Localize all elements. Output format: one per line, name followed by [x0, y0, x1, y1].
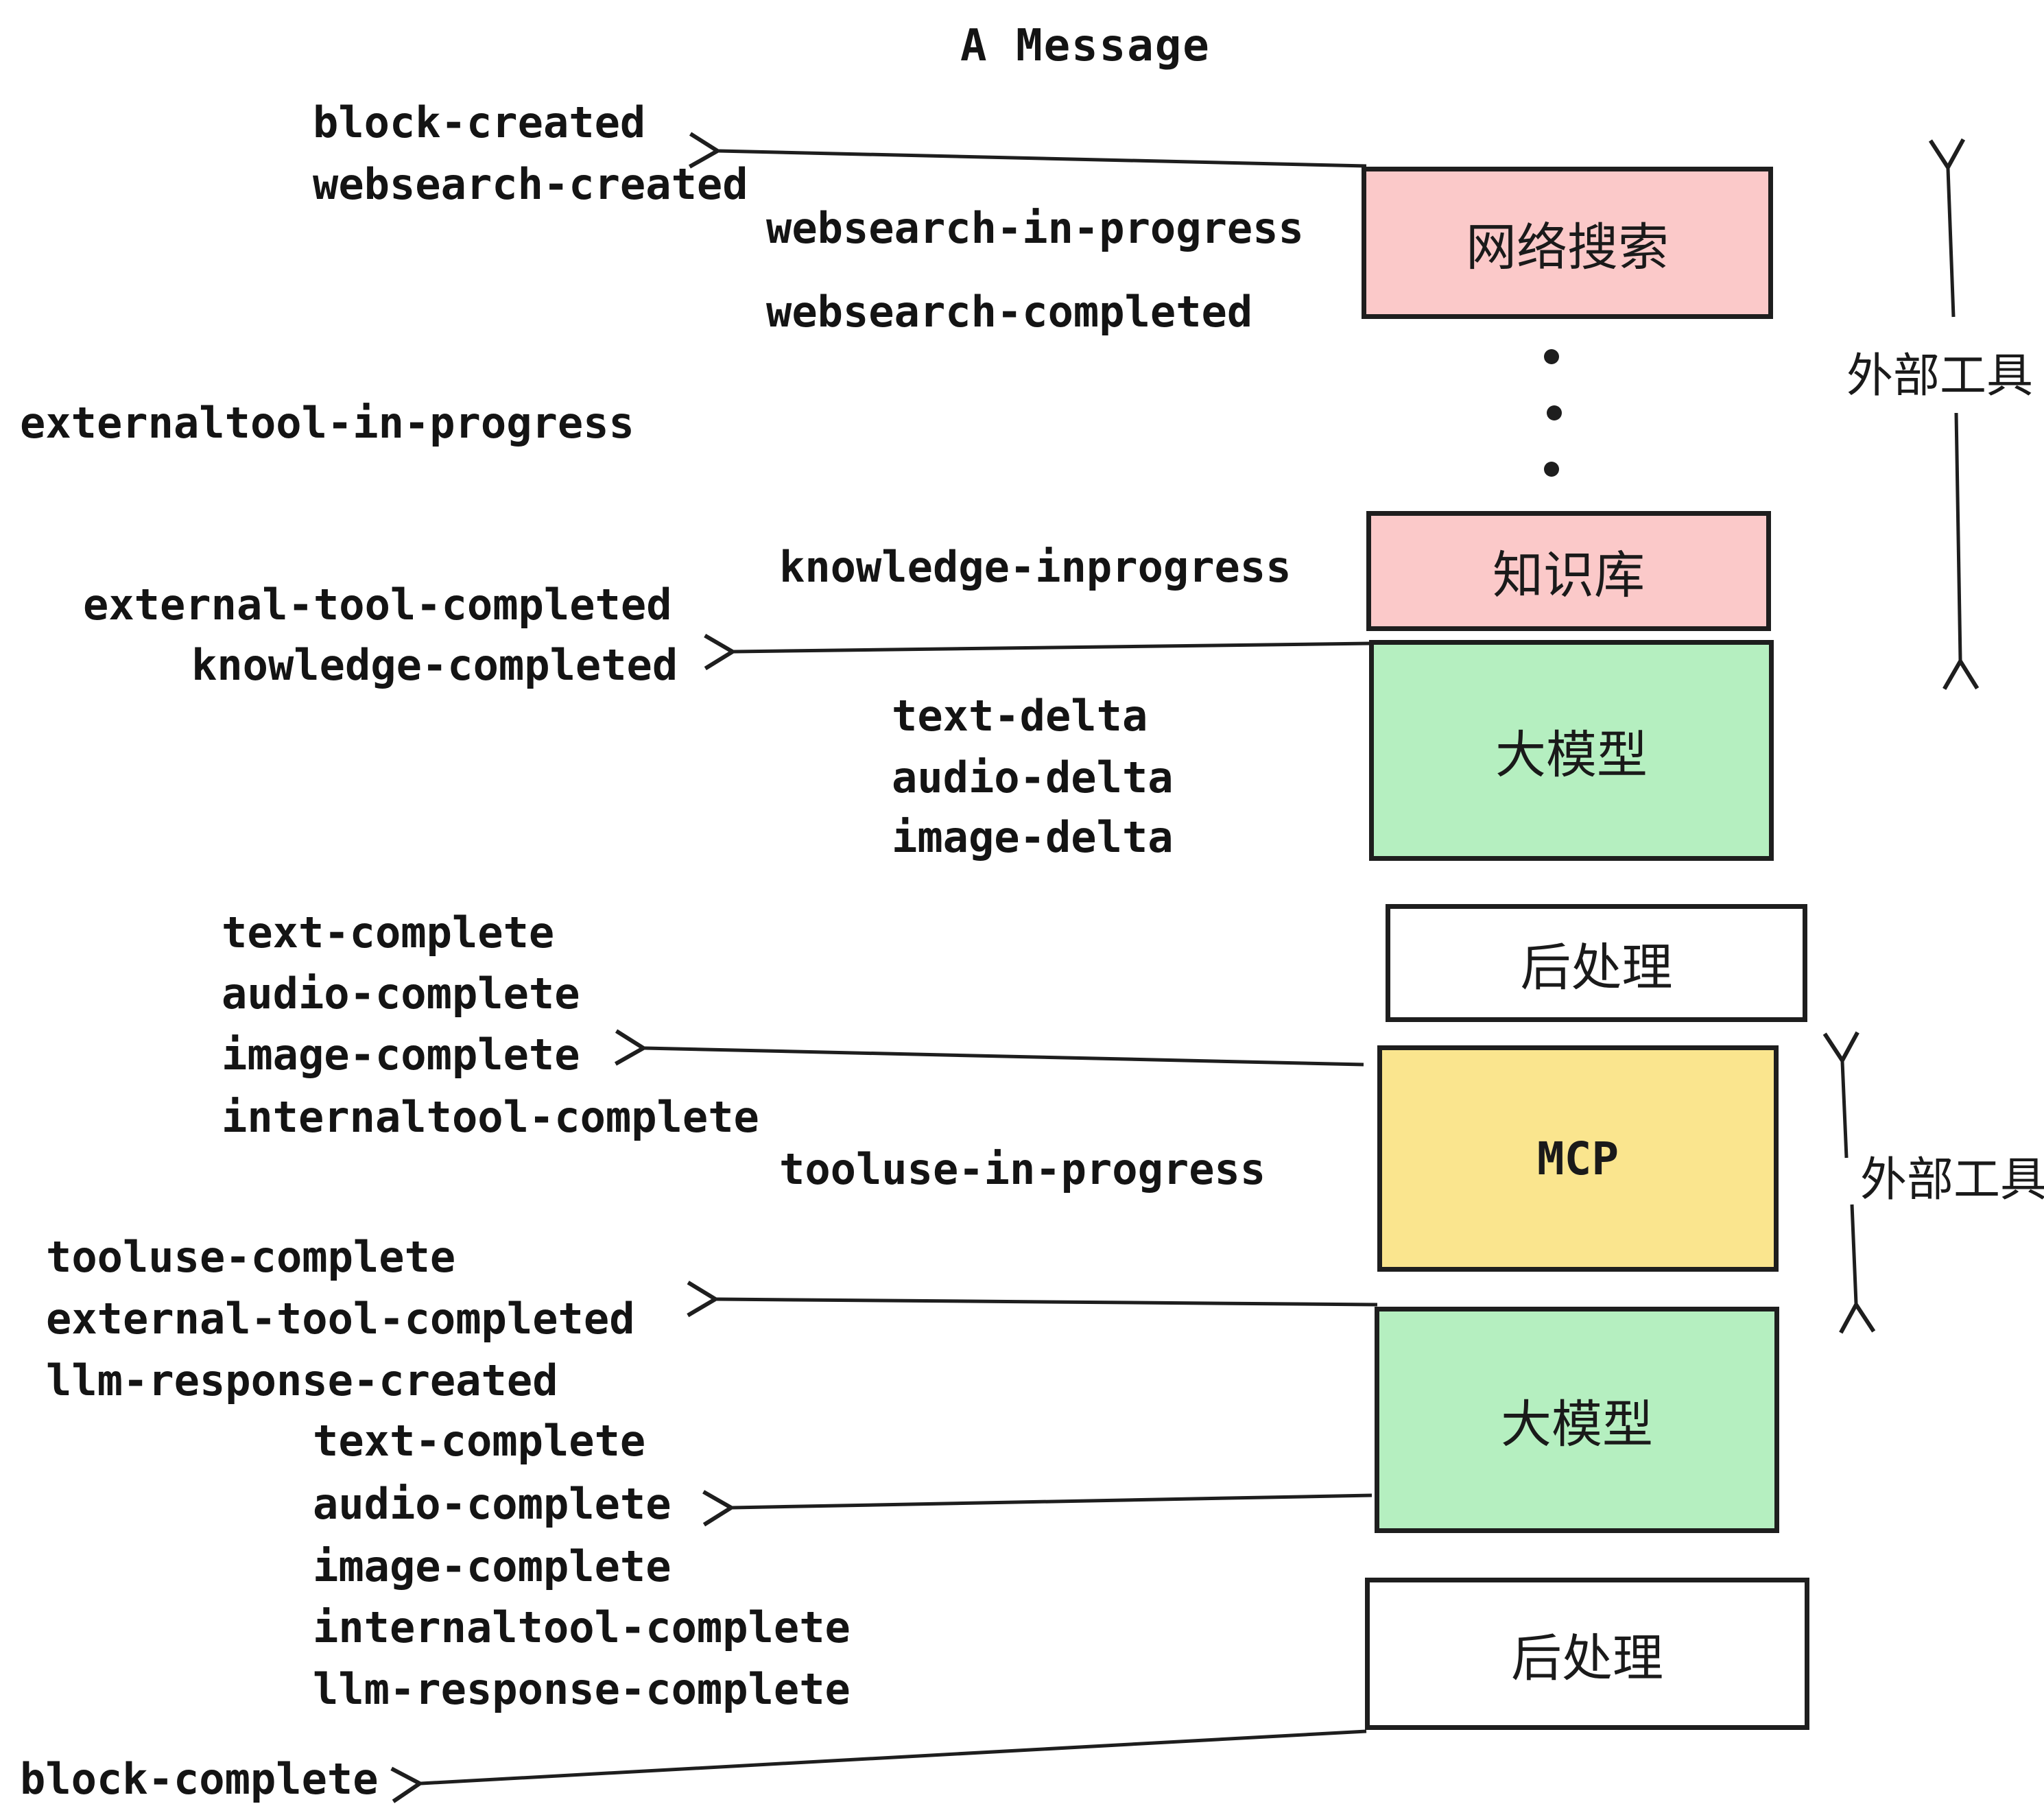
event-label-image-complete-2: image-complete	[313, 1541, 672, 1591]
ellipsis-dots	[1544, 349, 1562, 477]
external-tools-upper-label: 外部工具	[1846, 349, 2034, 403]
event-label-image-delta-1: image-delta	[892, 812, 1174, 862]
flow-node-llm-top-label: 大模型	[1495, 725, 1648, 785]
event-label-text-complete-1: text-complete	[222, 907, 555, 958]
event-label-audio-delta-1: audio-delta	[892, 752, 1174, 803]
event-label-websearch-created: websearch-created	[313, 159, 748, 209]
event-label-knowledge-inprogress: knowledge-inprogress	[779, 542, 1292, 592]
event-label-tooluse-complete: tooluse-complete	[46, 1232, 456, 1282]
arrow-to-knowledge-completed	[704, 633, 1371, 671]
event-label-tooluse-in-progress: tooluse-in-progress	[779, 1144, 1266, 1194]
event-label-external-tool-completed-2: external-tool-completed	[46, 1294, 635, 1344]
flow-node-llm-bottom-label: 大模型	[1501, 1394, 1653, 1454]
event-label-websearch-in-progress: websearch-in-progress	[766, 203, 1304, 253]
external-tools-upper-arrow-down	[1942, 412, 1980, 690]
event-label-externaltool-in-progress: externaltool-in-progress	[20, 398, 634, 448]
event-label-image-complete-1: image-complete	[222, 1030, 580, 1080]
event-label-websearch-completed: websearch-completed	[766, 287, 1253, 337]
event-label-knowledge-completed: knowledge-completed	[191, 640, 678, 690]
event-label-llm-response-created: llm-response-created	[46, 1355, 558, 1405]
event-label-external-tool-completed-1: external-tool-completed	[83, 580, 672, 630]
event-label-block-complete: block-complete	[20, 1754, 379, 1804]
flow-node-knowledge-base: 知识库	[1366, 511, 1771, 631]
flow-node-mcp-label: MCP	[1536, 1132, 1619, 1185]
flow-node-llm-top: 大模型	[1369, 640, 1774, 861]
flow-node-websearch-label: 网络搜索	[1466, 217, 1669, 277]
external-tools-upper-arrow-up	[1928, 138, 1966, 318]
event-label-llm-response-complete: llm-response-complete	[313, 1664, 851, 1714]
flow-node-websearch: 网络搜索	[1362, 167, 1773, 319]
flow-node-mcp: MCP	[1377, 1045, 1779, 1272]
arrow-to-external-tool-completed	[687, 1281, 1378, 1318]
flow-node-postprocess-top-label: 后处理	[1520, 938, 1673, 997]
arrow-to-audio-complete	[702, 1490, 1372, 1527]
flow-node-knowledge-label: 知识库	[1493, 546, 1645, 605]
event-label-text-delta-1: text-delta	[892, 691, 1148, 741]
event-label-audio-complete-2: audio-complete	[313, 1479, 672, 1529]
event-label-text-complete-2: text-complete	[313, 1416, 646, 1466]
arrow-to-image-complete	[614, 1029, 1364, 1067]
event-label-audio-complete-1: audio-complete	[222, 969, 580, 1019]
arrow-to-block-complete	[390, 1729, 1367, 1803]
diagram-title: A Message	[960, 21, 1211, 71]
external-tools-lower-arrow-down	[1839, 1204, 1876, 1334]
external-tools-lower-label: 外部工具	[1860, 1153, 2044, 1207]
event-label-internaltool-complete-1: internaltool-complete	[222, 1092, 759, 1142]
external-tools-lower-arrow-up	[1822, 1031, 1859, 1159]
event-label-block-created: block-created	[313, 97, 646, 147]
event-label-internaltool-complete-2: internaltool-complete	[313, 1602, 851, 1652]
arrow-to-block-created	[688, 132, 1367, 169]
flow-node-postprocess-bottom: 后处理	[1365, 1578, 1809, 1730]
flow-node-postprocess-bottom-label: 后处理	[1511, 1628, 1663, 1688]
flow-node-llm-bottom: 大模型	[1375, 1307, 1779, 1533]
flow-node-postprocess-top: 后处理	[1386, 904, 1807, 1022]
